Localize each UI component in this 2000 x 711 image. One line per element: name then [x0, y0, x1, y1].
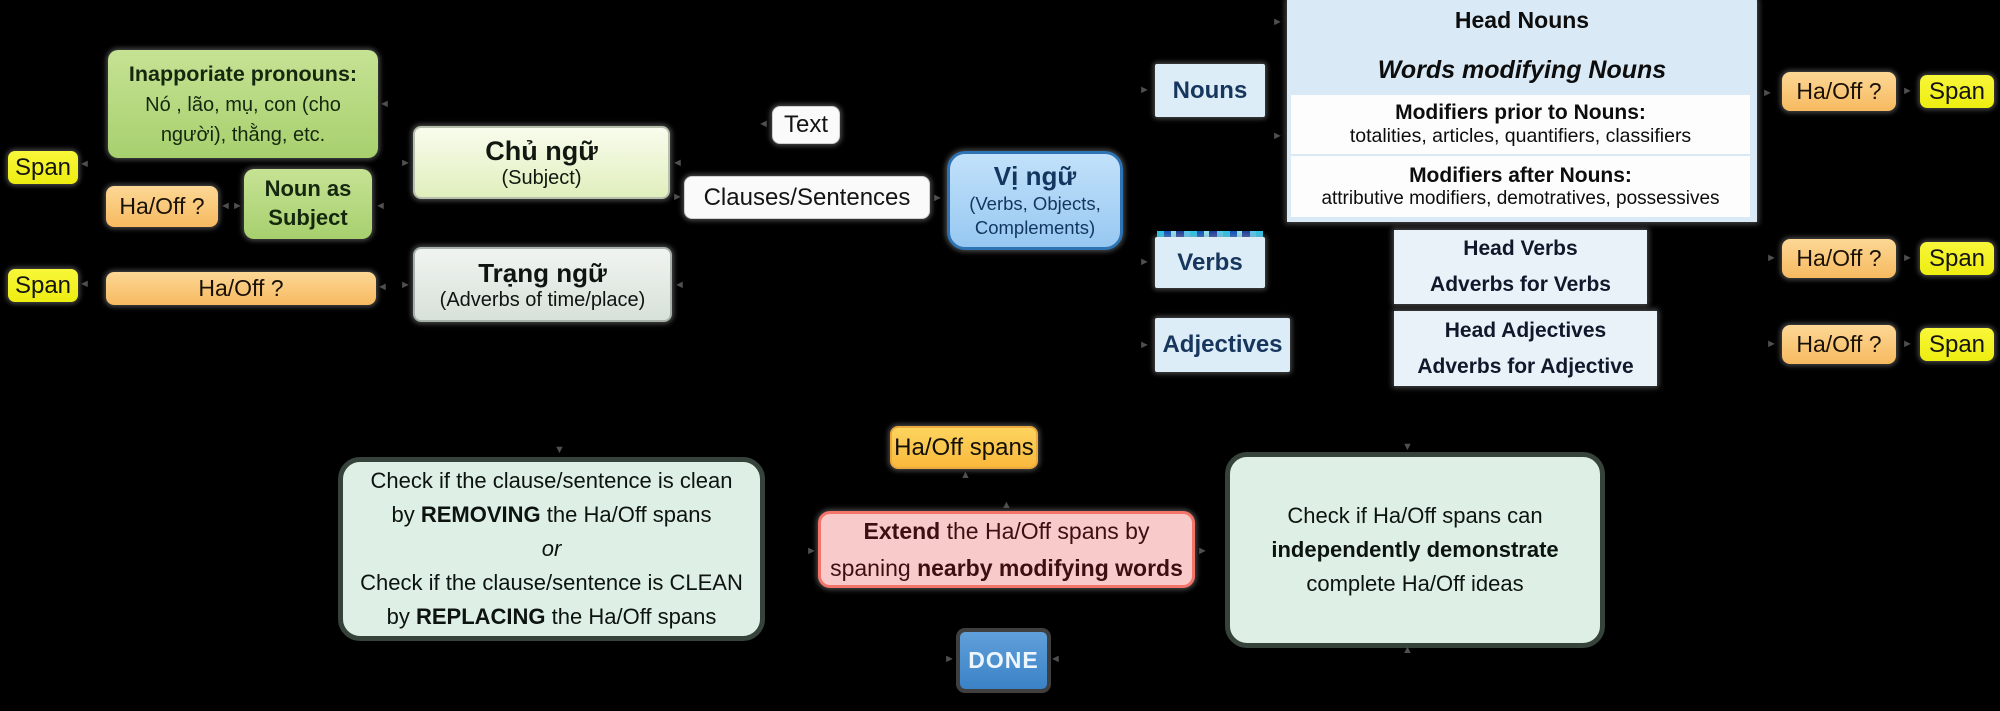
adjective-modifiers-panel: Head Adjectives Adverbs for Adjective — [1394, 311, 1657, 386]
done-node: DONE — [960, 632, 1047, 689]
noun-as-subject-line1: Noun as — [264, 176, 352, 202]
haoff-question-right-3: Ha/Off ? — [1782, 325, 1896, 364]
arrowhead-icon: ► — [232, 200, 243, 212]
chu-ngu-title: Chủ ngữ — [485, 135, 598, 166]
arrowhead-icon: ► — [1902, 252, 1913, 264]
span-node-right-2: Span — [1920, 242, 1994, 275]
haoff-question-right-1: Ha/Off ? — [1782, 72, 1896, 111]
arrowhead-icon: ► — [944, 653, 955, 665]
arrowhead-icon: ► — [1139, 339, 1150, 351]
haoff-question-long-node: Ha/Off ? — [106, 272, 376, 305]
trang-ngu-node: Trạng ngữ (Adverbs of time/place) — [413, 247, 672, 322]
noun-as-subject-line2: Subject — [268, 205, 348, 230]
adverbs-for-verbs-label: Adverbs for Verbs — [1430, 273, 1611, 296]
adverbs-for-adjective-label: Adverbs for Adjective — [1417, 354, 1634, 378]
head-adjectives-label: Head Adjectives — [1444, 318, 1607, 342]
span-node-right-3: Span — [1920, 328, 1994, 361]
arrowhead-icon: ▼ — [554, 444, 565, 456]
compression-artifact — [1157, 231, 1263, 237]
inappropriate-pronouns-title: Inapporiate pronouns: — [128, 61, 358, 86]
noun-as-subject-node: Noun as Subject — [244, 169, 372, 239]
modifiers-after-strip: Modifiers after Nouns: attributive modif… — [1291, 156, 1750, 217]
check-left-line3: or — [541, 535, 562, 561]
vi-ngu-sub2: Complements) — [974, 217, 1096, 238]
arrowhead-icon: ► — [672, 191, 683, 203]
arrowhead-icon: ► — [1139, 84, 1150, 96]
arrowhead-icon: ► — [1272, 16, 1283, 28]
chu-ngu-subtitle: (Subject) — [501, 166, 582, 189]
arrowhead-icon: ◄ — [674, 279, 685, 291]
words-modifying-nouns-label: Words modifying Nouns — [1377, 56, 1667, 84]
span-node-right-1: Span — [1920, 75, 1994, 108]
arrowhead-icon: ◄ — [379, 98, 390, 110]
vi-ngu-node: Vị ngữ (Verbs, Objects, Complements) — [947, 151, 1123, 250]
arrowhead-icon: ► — [400, 279, 411, 291]
head-verbs-label: Head Verbs — [1463, 237, 1578, 261]
arrowhead-icon: ► — [806, 545, 817, 557]
vi-ngu-title: Vị ngữ — [993, 160, 1077, 191]
arrowhead-icon: ► — [1272, 130, 1283, 142]
check-independent-node: Check if Ha/Off spans can independently … — [1225, 452, 1605, 648]
inappropriate-pronouns-node: Inapporiate pronouns: Nó , lão, mụ, con … — [108, 50, 378, 158]
arrowhead-icon: ▼ — [1402, 441, 1413, 453]
text-node: Text — [772, 106, 840, 144]
verbs-node: Verbs — [1155, 237, 1265, 288]
extend-line1: Extend the Ha/Off spans by — [863, 517, 1150, 544]
trang-ngu-subtitle: (Adverbs of time/place) — [439, 288, 646, 311]
clauses-sentences-node: Clauses/Sentences — [684, 176, 930, 219]
arrowhead-icon: ◄ — [79, 278, 90, 290]
modifiers-prior-items: totalities, articles, quantifiers, class… — [1349, 125, 1692, 147]
haoff-spans-node: Ha/Off spans — [890, 426, 1038, 469]
arrowhead-icon: ► — [1902, 85, 1913, 97]
arrowhead-icon: ► — [400, 157, 411, 169]
arrowhead-icon: ◄ — [377, 281, 388, 293]
arrowhead-icon: ► — [1762, 87, 1773, 99]
extend-line2: spaning nearby modifying words — [830, 554, 1183, 581]
check-left-line5: by REPLACING the Ha/Off spans — [386, 604, 717, 630]
verb-modifiers-panel: Head Verbs Adverbs for Verbs — [1394, 230, 1647, 304]
trang-ngu-title: Trạng ngữ — [478, 257, 607, 288]
modifiers-prior-title: Modifiers prior to Nouns: — [1395, 101, 1646, 124]
arrowhead-icon: ◄ — [758, 118, 769, 130]
span-node-left-bottom: Span — [8, 269, 78, 302]
check-remove-replace-node: Check if the clause/sentence is clean by… — [338, 457, 765, 641]
arrowhead-icon: ► — [1139, 256, 1150, 268]
adjectives-node: Adjectives — [1155, 318, 1290, 372]
arrowhead-icon: ◄ — [79, 158, 90, 170]
noun-modifiers-panel: Head Nouns Words modifying Nouns Modifie… — [1287, 0, 1757, 222]
arrowhead-icon: ◄ — [375, 200, 386, 212]
arrowhead-icon: ► — [1766, 252, 1777, 264]
arrowhead-icon: ► — [1902, 338, 1913, 350]
arrowhead-icon: ◄ — [1050, 653, 1061, 665]
check-right-line2: independently demonstrate — [1271, 536, 1559, 562]
check-right-line3: complete Ha/Off ideas — [1306, 571, 1524, 597]
head-nouns-label: Head Nouns — [1454, 7, 1590, 33]
inappropriate-pronouns-line1: Nó , lão, mụ, con (cho — [145, 94, 341, 117]
arrowhead-icon: ► — [1197, 545, 1208, 557]
extend-spans-node: Extend the Ha/Off spans by spaning nearb… — [818, 511, 1195, 588]
check-left-line4: Check if the clause/sentence is CLEAN — [360, 570, 743, 596]
check-left-line1: Check if the clause/sentence is clean — [370, 467, 733, 493]
check-left-line2: by REMOVING the Ha/Off spans — [391, 501, 712, 527]
chu-ngu-node: Chủ ngữ (Subject) — [413, 126, 670, 199]
modifiers-prior-strip: Modifiers prior to Nouns: totalities, ar… — [1291, 95, 1750, 154]
modifiers-after-items: attributive modifiers, demotratives, pos… — [1321, 187, 1720, 209]
arrowhead-icon: ▲ — [1402, 644, 1413, 656]
arrowhead-icon: ► — [932, 192, 943, 204]
inappropriate-pronouns-line2: người), thằng, etc. — [160, 124, 326, 147]
check-right-line1: Check if Ha/Off spans can — [1287, 502, 1543, 528]
haoff-question-node: Ha/Off ? — [106, 186, 218, 227]
vi-ngu-sub1: (Verbs, Objects, — [969, 192, 1101, 214]
arrowhead-icon: ◄ — [672, 157, 683, 169]
arrowhead-icon: ► — [1766, 338, 1777, 350]
modifiers-after-title: Modifiers after Nouns: — [1409, 163, 1632, 187]
haoff-question-right-2: Ha/Off ? — [1782, 239, 1896, 278]
arrowhead-icon: ▲ — [960, 469, 971, 481]
arrowhead-icon: ▲ — [1001, 499, 1012, 511]
arrowhead-icon: ◄ — [220, 200, 231, 212]
span-node-left-top: Span — [8, 151, 78, 184]
nouns-node: Nouns — [1155, 64, 1265, 117]
